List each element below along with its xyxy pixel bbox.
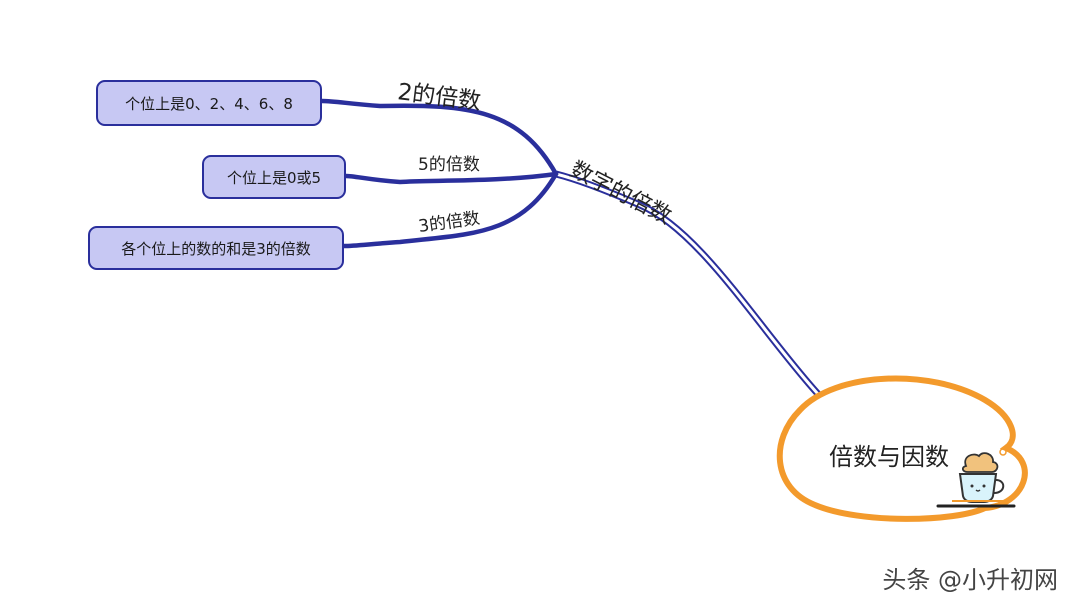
branch-connector-2 xyxy=(319,98,559,177)
main-branch-connector xyxy=(555,170,821,397)
leaf-text-2: 个位上是0、2、4、6、8 xyxy=(125,94,293,113)
branch-connector-5 xyxy=(343,171,559,185)
coffee-cup-icon xyxy=(936,452,1016,508)
leaf-node-2: 个位上是0、2、4、6、8 xyxy=(96,80,322,126)
leaf-node-5: 个位上是0或5 xyxy=(202,155,346,199)
root-label: 倍数与因数 xyxy=(829,443,949,471)
leaf-node-3: 各个位上的数的和是3的倍数 xyxy=(88,226,344,270)
leaf-text-3: 各个位上的数的和是3的倍数 xyxy=(121,239,311,258)
leaf-text-5: 个位上是0或5 xyxy=(226,168,322,187)
watermark-text: 头条 @小升初网 xyxy=(882,566,1058,594)
sparkle-dot xyxy=(999,448,1007,456)
branch-connector-3 xyxy=(341,171,559,249)
branch-label-5: 5的倍数 xyxy=(418,155,480,175)
